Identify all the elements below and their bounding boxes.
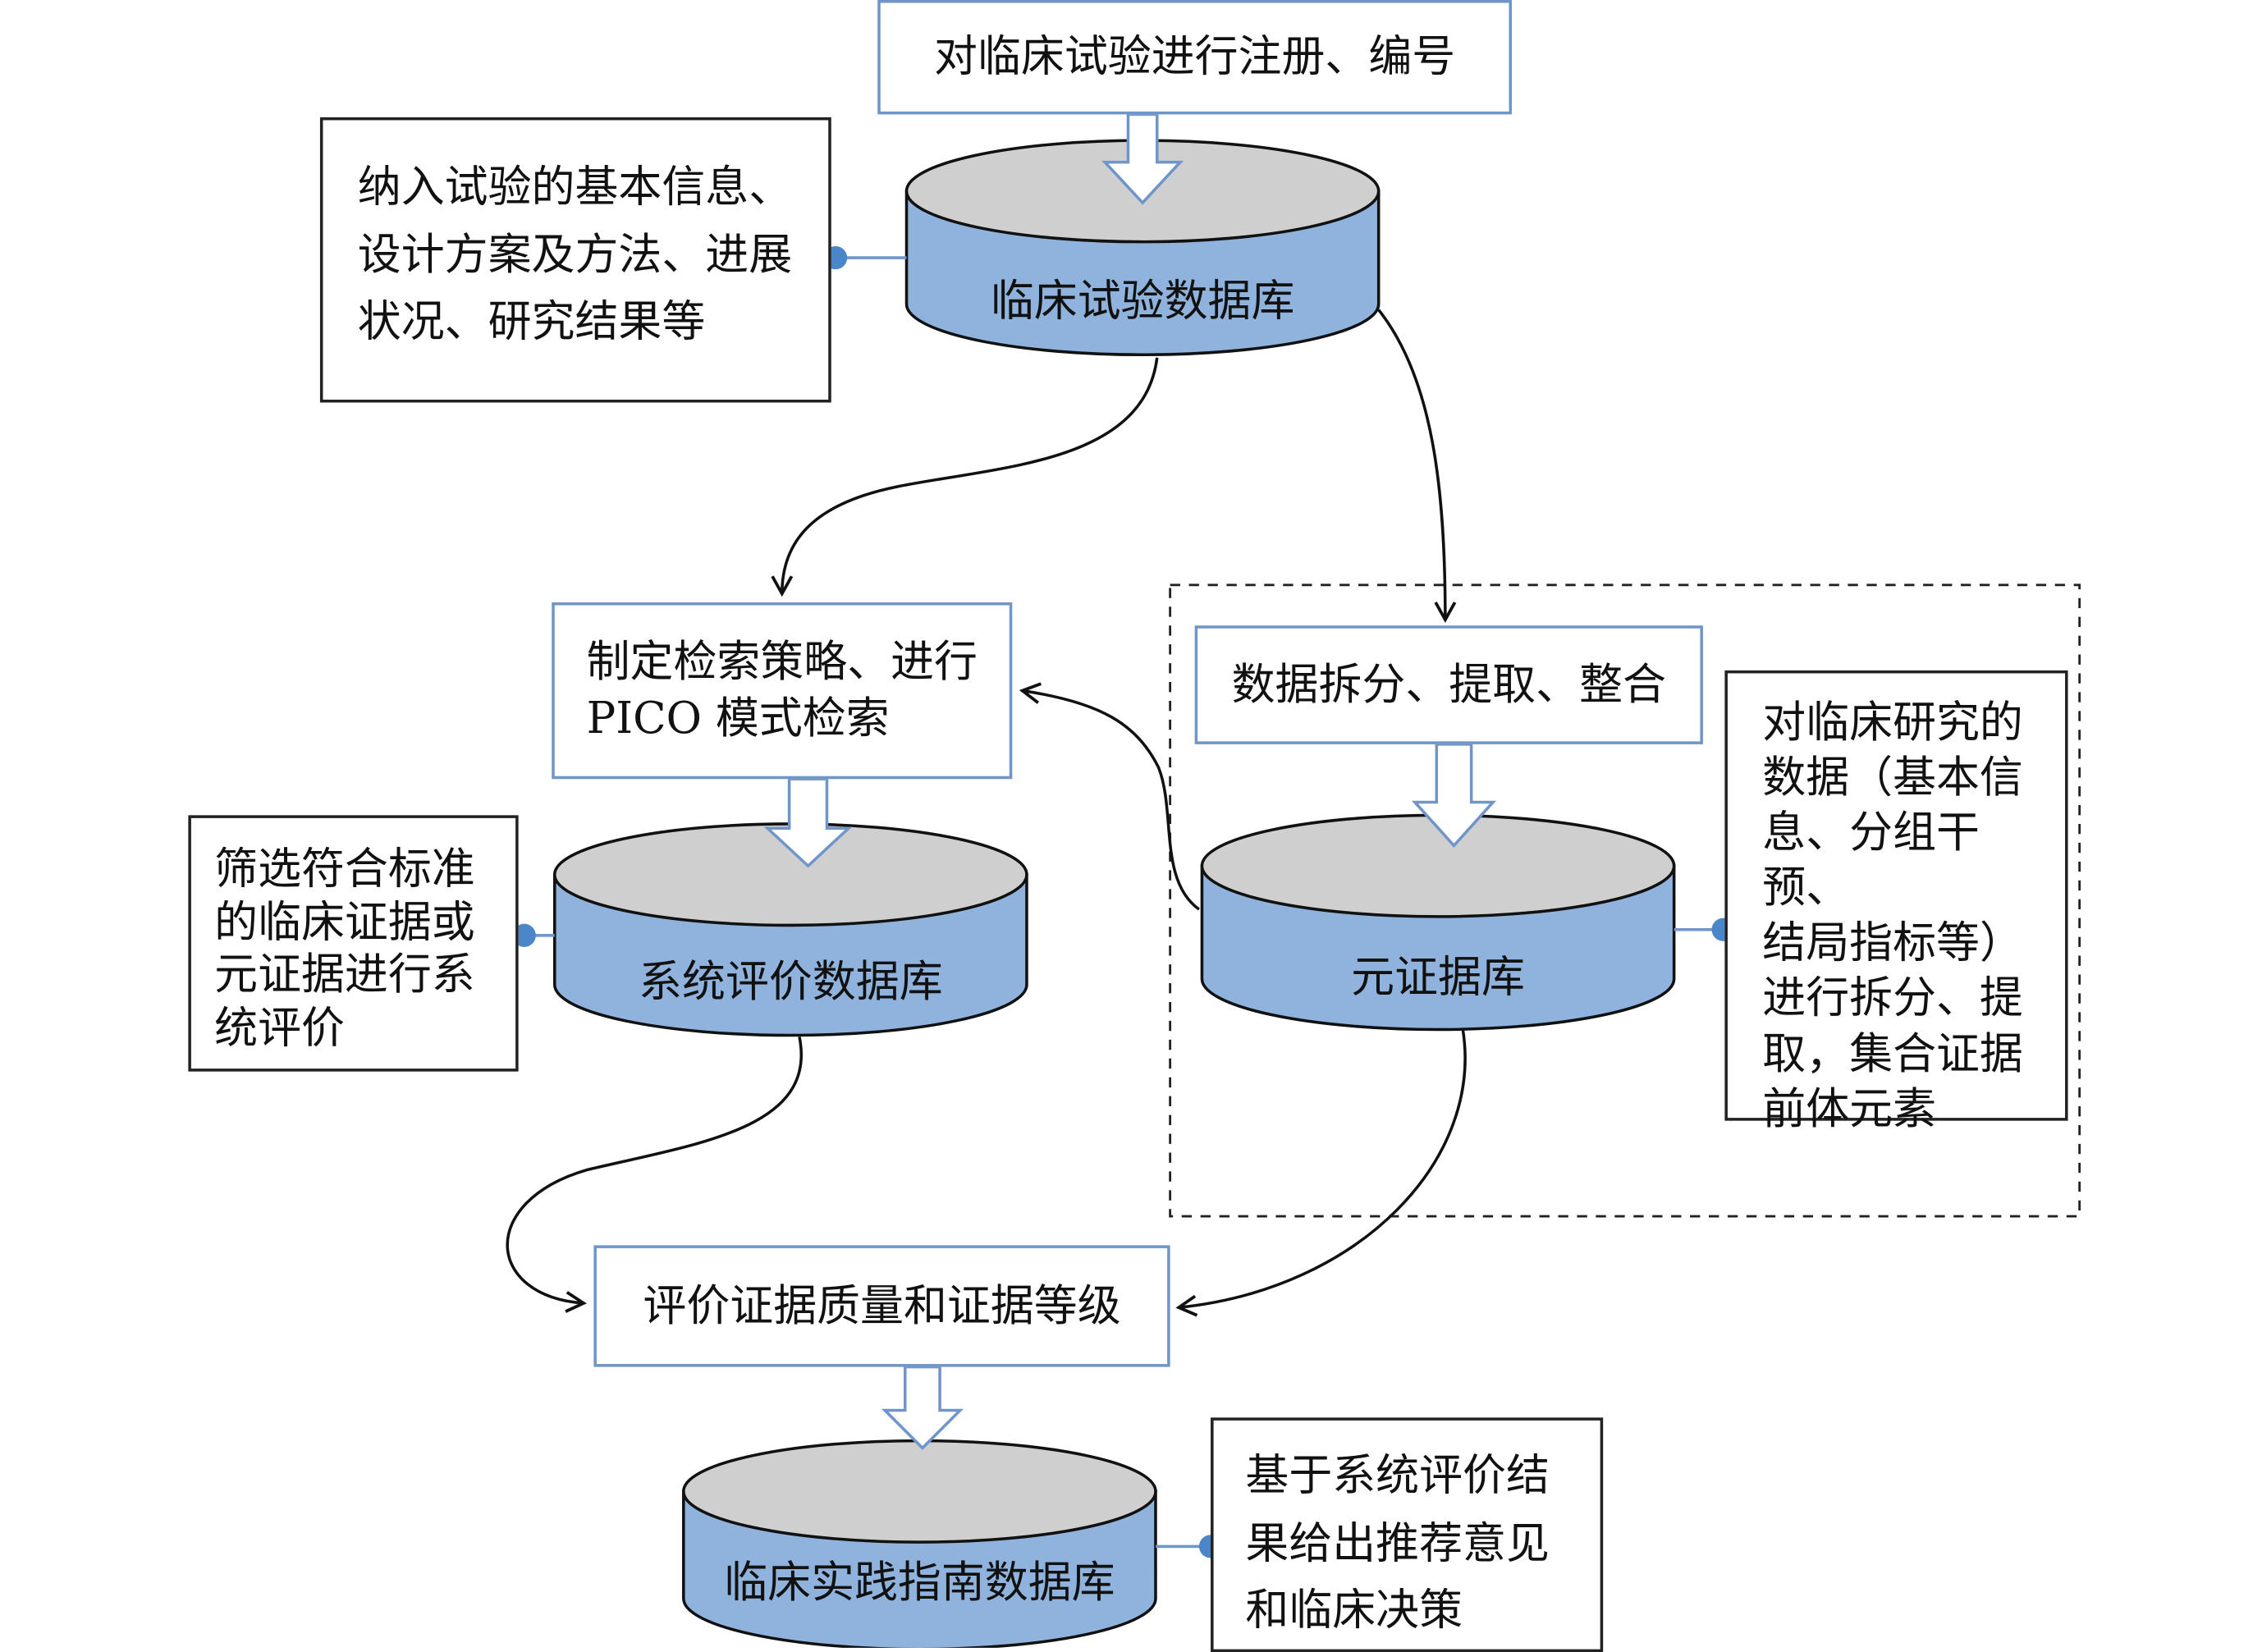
curve-trial-db-to-split (1377, 309, 1457, 624)
search-strategy-box: 制定检索策略、进行 PICO 模式检索 (552, 602, 1013, 780)
systematic-review-database-cylinder (553, 822, 1028, 1037)
curve-meta-db-to-evaluate (1175, 1027, 1467, 1317)
guideline-note-box: 基于系统评价结 果给出推荐意见 和临床决策 (1211, 1417, 1604, 1652)
curve-meta-db-to-search (1019, 682, 1200, 911)
systematic-review-note-box: 筛选符合标准 的临床证据或 元证据进行系 统评价 (188, 815, 519, 1072)
evaluate-evidence-box: 评价证据质量和证据等级 (593, 1245, 1170, 1367)
curve-review-db-to-evaluate (506, 1036, 803, 1313)
block-arrow-evaluate-to-guideline-db (881, 1365, 964, 1450)
systematic-review-database-label: 系统评价数据库 (639, 957, 943, 1009)
meta-evidence-note-box: 对临床研究的 数据（基本信 息、分组干预、 结局指标等） 进行拆分、提 取，集合… (1724, 670, 2068, 1135)
trial-db-note-box: 纳入试验的基本信息、 设计方案及方法、进展 状况、研究结果等 (319, 117, 831, 403)
meta-evidence-database-label: 元证据库 (1351, 952, 1525, 1004)
block-arrow-register-to-trial-db (1101, 112, 1184, 205)
block-arrow-search-to-review-db (763, 777, 853, 868)
register-trial-box: 对临床试验进行注册、编号 (877, 0, 1513, 115)
trial-database-label: 临床试验数据库 (990, 277, 1295, 327)
review-note-connector (512, 923, 555, 947)
trial-note-connector (823, 245, 907, 270)
guideline-database-label: 临床实践指南数据库 (724, 1558, 1115, 1609)
guideline-database-cylinder (682, 1439, 1157, 1648)
data-split-box: 数据拆分、提取、整合 (1194, 625, 1703, 744)
meta-evidence-group-region (1169, 583, 2081, 1218)
curve-trial-db-to-search (771, 357, 1159, 597)
block-arrow-split-to-meta-db (1411, 743, 1497, 849)
